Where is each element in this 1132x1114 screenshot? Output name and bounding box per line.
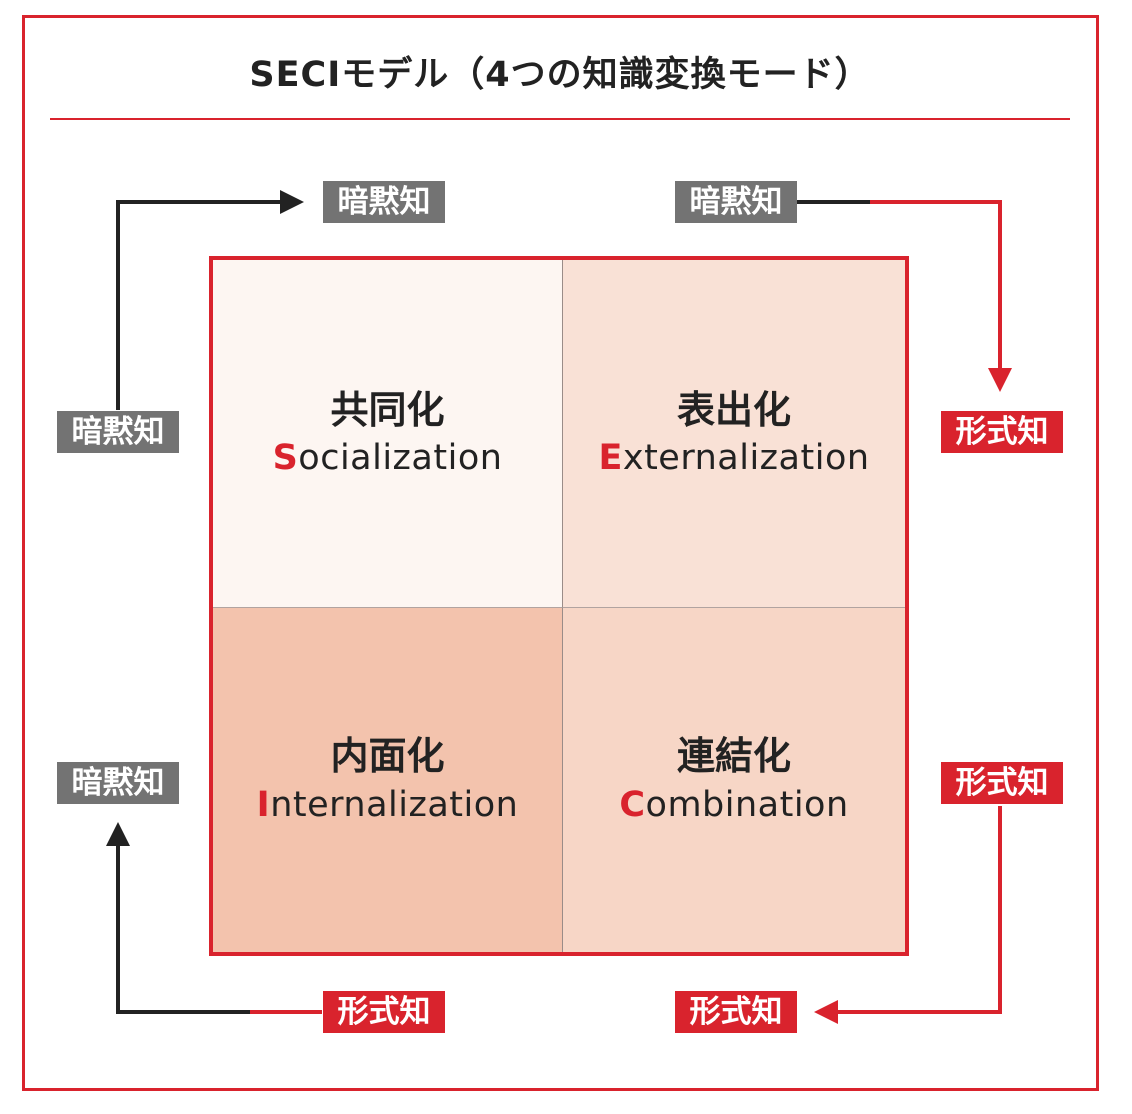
externalization-jp: 表出化: [676, 387, 791, 432]
tag-left-lower-tacit: 暗黙知: [57, 762, 179, 804]
combination-rest: ombination: [645, 784, 849, 825]
tag-left-upper-tacit: 暗黙知: [57, 411, 179, 453]
arrow-socialization: [116, 190, 304, 410]
quadrant-internalization: 内面化 Internalization: [213, 608, 563, 952]
quadrant-combination: 連結化 Combination: [563, 608, 905, 952]
title-divider: [50, 118, 1070, 120]
socialization-jp: 共同化: [330, 387, 445, 432]
internalization-initial: I: [256, 784, 271, 825]
quadrant-externalization: 表出化 Externalization: [563, 260, 905, 608]
socialization-en: Socialization: [273, 437, 503, 479]
tag-right-upper-explicit: 形式知: [941, 411, 1063, 453]
socialization-initial: S: [272, 438, 299, 479]
arrow-combination: [814, 806, 1002, 1024]
combination-jp: 連結化: [676, 734, 791, 779]
combination-initial: C: [619, 784, 646, 825]
internalization-en: Internalization: [257, 784, 519, 826]
arrow-externalization-red: [870, 200, 1012, 392]
internalization-rest: nternalization: [270, 784, 519, 825]
tag-top-left-tacit: 暗黙知: [323, 181, 445, 223]
externalization-initial: E: [598, 438, 623, 479]
quadrant-socialization: 共同化 Socialization: [213, 260, 563, 608]
socialization-rest: ocialization: [298, 438, 503, 479]
tag-top-right-tacit: 暗黙知: [675, 181, 797, 223]
tag-right-lower-explicit: 形式知: [941, 762, 1063, 804]
combination-en: Combination: [619, 784, 848, 826]
outer-frame: [22, 15, 1099, 1091]
tag-bottom-left-explicit: 形式知: [323, 991, 445, 1033]
diagram-title: SECIモデル（4つの知識変換モード）: [249, 55, 871, 95]
internalization-jp: 内面化: [330, 734, 445, 779]
arrow-internalization-black: [106, 822, 250, 1014]
seci-matrix: 共同化 Socialization 表出化 Externalization 内面…: [209, 256, 909, 956]
tag-bottom-right-explicit: 形式知: [675, 991, 797, 1033]
externalization-en: Externalization: [598, 437, 869, 479]
externalization-rest: xternalization: [622, 438, 870, 479]
